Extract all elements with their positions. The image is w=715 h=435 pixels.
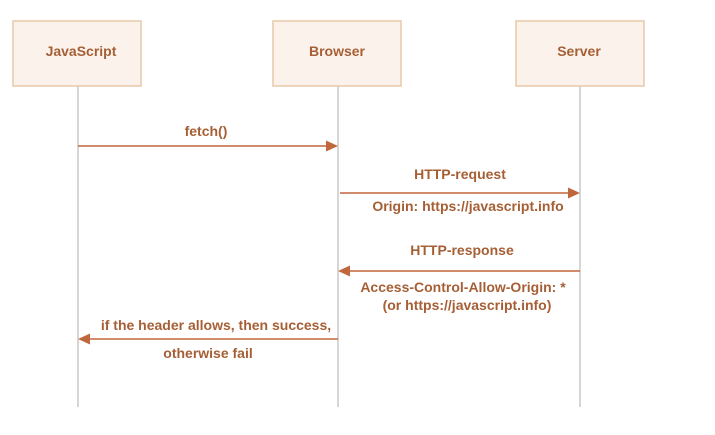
message-header-acao: Access-Control-Allow-Origin: *: [360, 279, 566, 295]
arrowhead-left-icon: [78, 333, 90, 345]
arrowhead-right-icon: [326, 140, 338, 152]
actor-box-javascript: [12, 20, 142, 87]
actor-label-server: Server: [557, 43, 601, 59]
message-fetch: fetch(): [78, 123, 338, 152]
actor-label-browser: Browser: [309, 43, 366, 59]
message-header-origin: Origin: https://javascript.info: [372, 198, 563, 214]
message-http-response: HTTP-response Access-Control-Allow-Origi…: [338, 242, 580, 313]
actor-browser: Browser: [272, 20, 402, 87]
arrowhead-right-icon: [568, 187, 580, 199]
message-label-http-request: HTTP-request: [414, 166, 506, 182]
message-result: if the header allows, then success, othe…: [78, 317, 338, 361]
actor-javascript: JavaScript: [12, 20, 142, 87]
message-label-http-response: HTTP-response: [410, 242, 514, 258]
actor-label-javascript: JavaScript: [46, 43, 117, 59]
message-label-result-line2: otherwise fail: [163, 345, 252, 361]
message-label-fetch: fetch(): [185, 123, 228, 139]
message-header-acao-alt: (or https://javascript.info): [383, 297, 552, 313]
actor-box-browser: [272, 20, 402, 87]
arrowhead-left-icon: [338, 265, 350, 277]
message-http-request: HTTP-request Origin: https://javascript.…: [340, 166, 580, 214]
actor-server: Server: [515, 20, 645, 87]
message-label-result-line1: if the header allows, then success,: [101, 317, 331, 333]
actor-box-server: [515, 20, 645, 87]
